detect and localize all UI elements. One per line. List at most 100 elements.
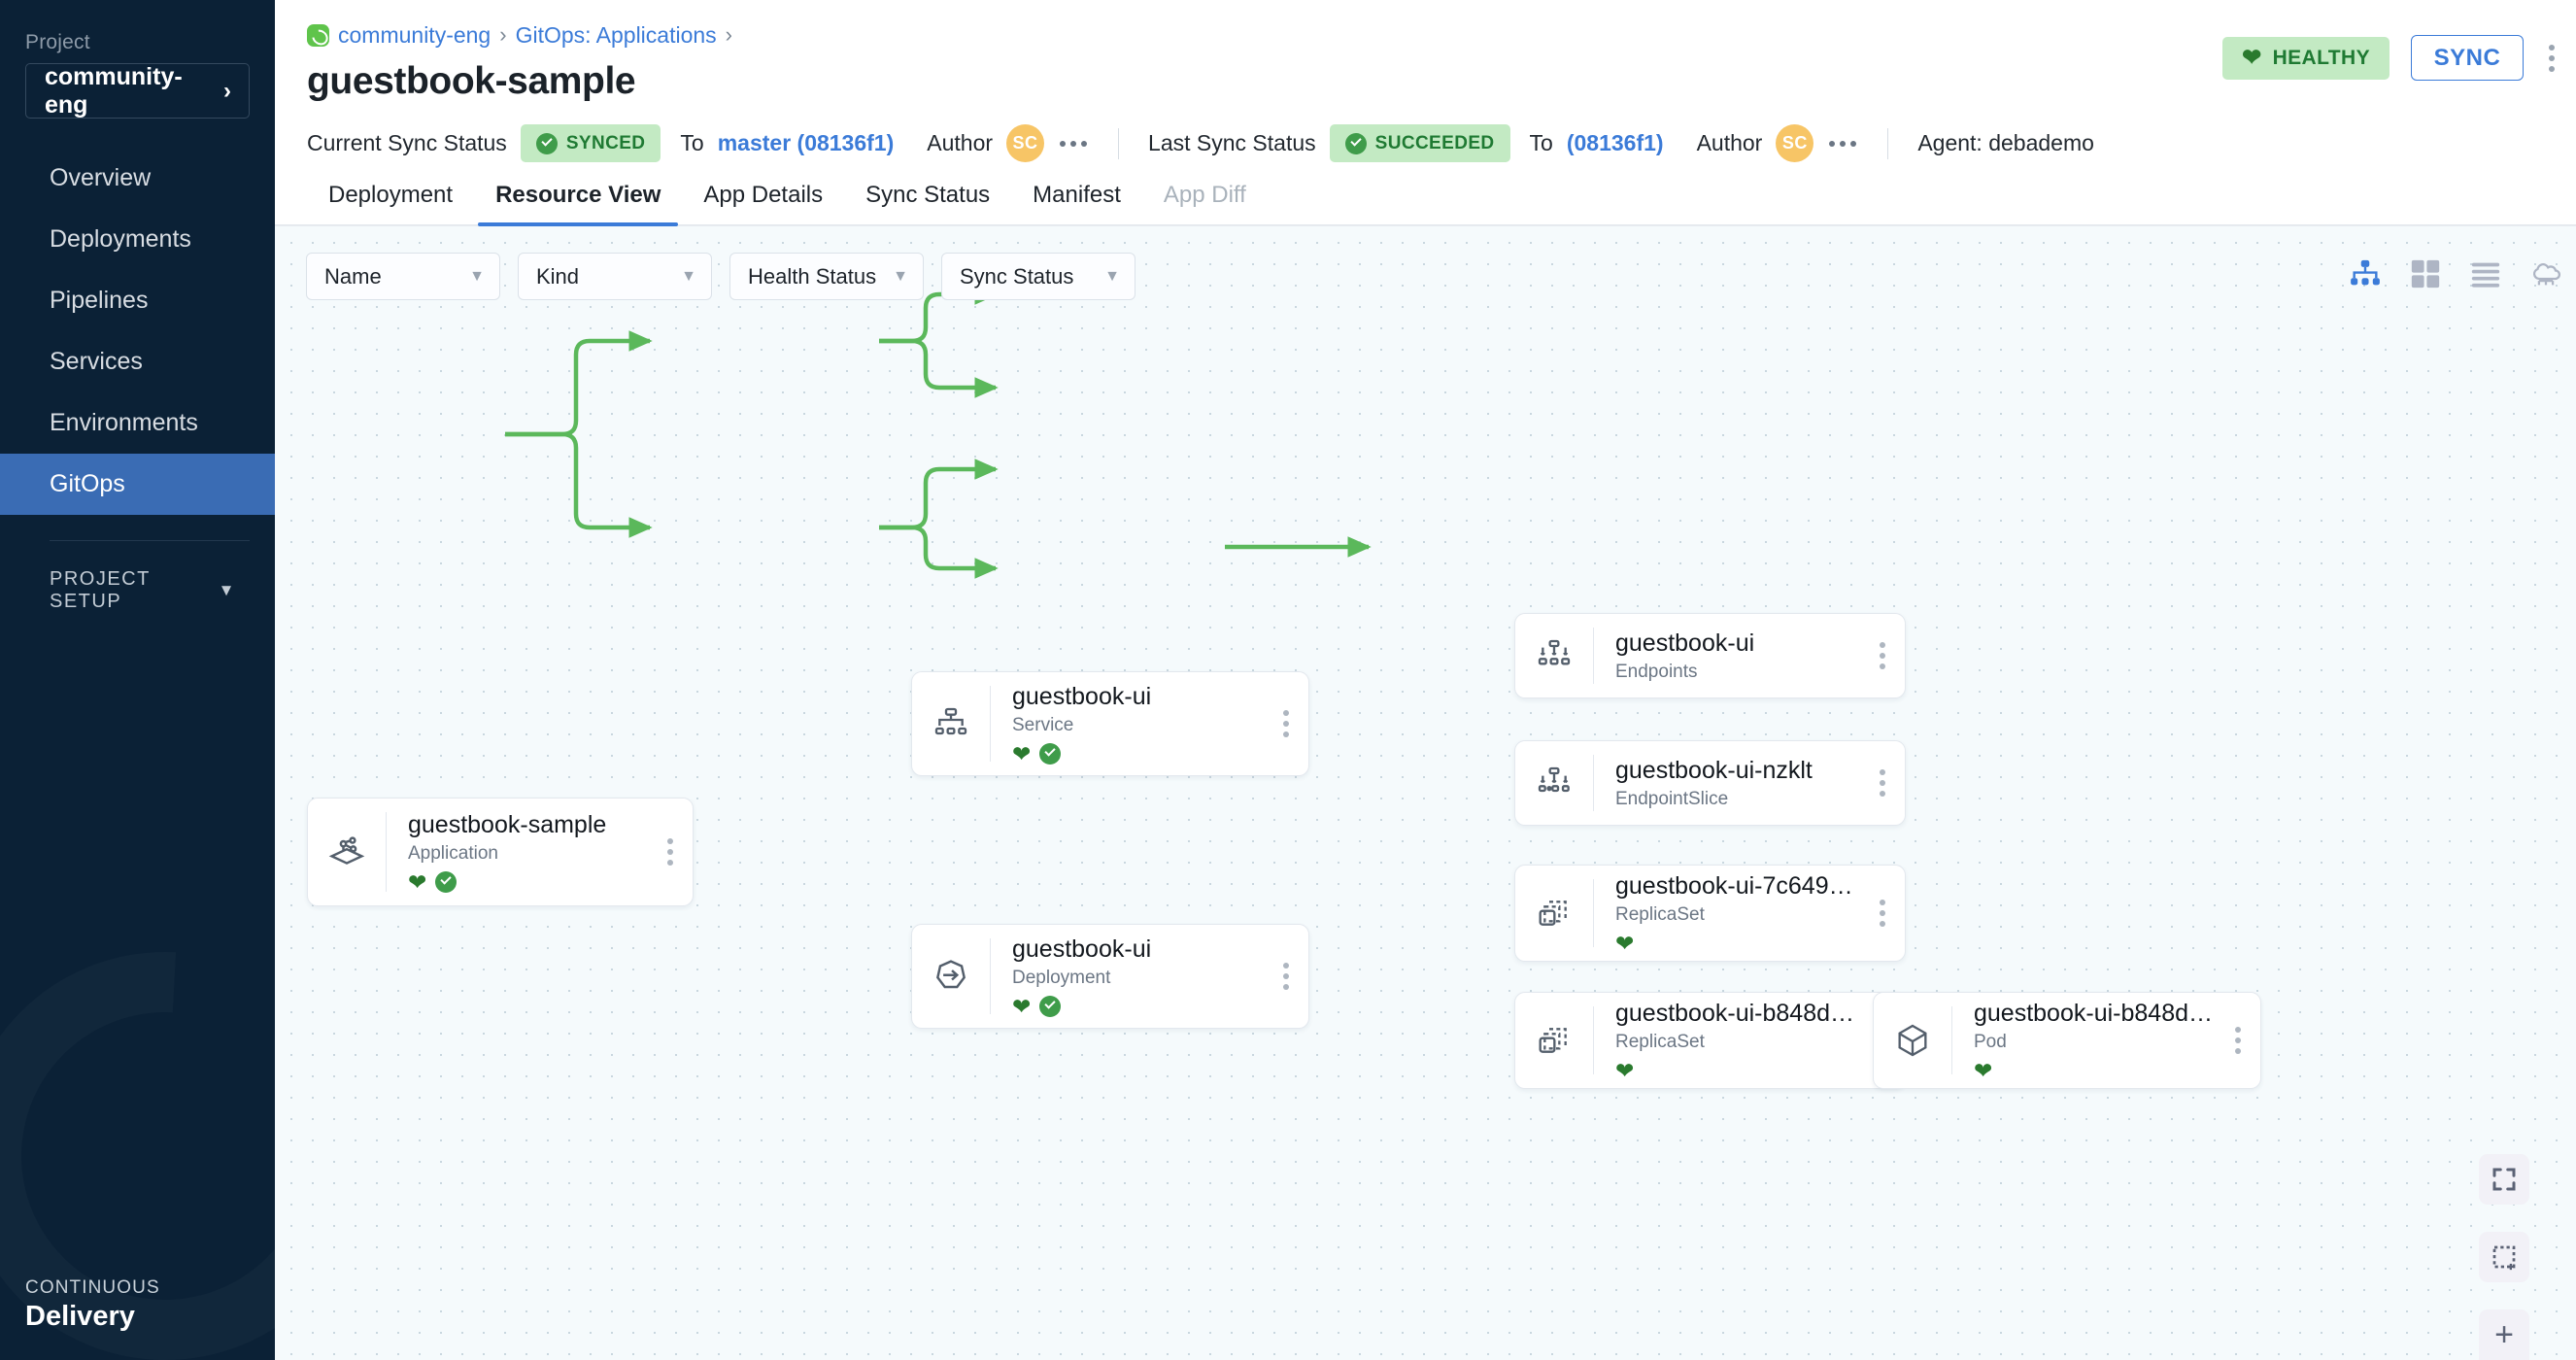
node-title: guestbook-ui-b848d5d9... <box>1974 1000 2216 1028</box>
tab-app-details[interactable]: App Details <box>682 182 844 224</box>
filter-health-status[interactable]: Health Status ▼ <box>729 253 924 300</box>
node-title: guestbook-ui-nzklt <box>1615 757 1860 785</box>
node-menu-button[interactable] <box>1860 769 1905 797</box>
main-content: community-eng › GitOps: Applications › g… <box>275 0 2576 1360</box>
filter-label: Name <box>324 264 382 289</box>
node-menu-button[interactable] <box>648 838 693 866</box>
node-status-badges: ❤ <box>1615 1060 1860 1082</box>
list-view-icon[interactable] <box>2469 257 2502 290</box>
project-setup-label: PROJECT SETUP <box>50 568 219 613</box>
tab-label: Deployment <box>328 182 453 208</box>
current-to-label: To <box>680 130 703 156</box>
sidebar: Project community-eng › Overview Deploym… <box>0 0 275 1360</box>
header-actions: ❤ HEALTHY SYNC <box>2222 35 2559 81</box>
filter-sync-status[interactable]: Sync Status ▼ <box>941 253 1135 300</box>
last-revision-link[interactable]: (08136f1) <box>1567 130 1664 156</box>
resource-graph-canvas[interactable]: Name ▼ Kind ▼ Health Status ▼ Sync Statu… <box>275 226 2576 1360</box>
avatar[interactable]: SC <box>1776 124 1813 162</box>
selection-box-button[interactable] <box>2479 1232 2529 1282</box>
tab-bar: Deployment Resource View App Details Syn… <box>275 182 2576 225</box>
node-menu-button[interactable] <box>2216 1027 2260 1054</box>
status-divider <box>1887 128 1888 159</box>
avatar[interactable]: SC <box>1006 124 1044 162</box>
tab-app-diff: App Diff <box>1142 182 1268 224</box>
heart-icon: ❤ <box>2242 47 2262 70</box>
canvas-controls: + − <box>2479 1154 2529 1360</box>
tab-sync-status[interactable]: Sync Status <box>844 182 1011 224</box>
tab-label: Manifest <box>1033 182 1121 208</box>
node-menu-button[interactable] <box>1860 642 1905 669</box>
graph-node-service[interactable]: guestbook-ui Service ❤ <box>911 671 1309 776</box>
node-title: guestbook-ui-7c64987dc9 <box>1615 872 1860 901</box>
chevron-down-icon: ▼ <box>1104 268 1120 286</box>
node-title: guestbook-ui-b848d5d9d <box>1615 1000 1860 1028</box>
sidebar-item-services[interactable]: Services <box>0 331 275 392</box>
fit-to-screen-button[interactable] <box>2479 1154 2529 1205</box>
agent-label: Agent: debademo <box>1917 130 2094 156</box>
last-sync-status-value: SUCCEEDED <box>1375 133 1495 154</box>
chevron-down-icon: ▼ <box>469 268 485 286</box>
graph-node-endpoints[interactable]: guestbook-ui Endpoints <box>1514 613 1906 698</box>
check-circle-icon <box>435 871 457 893</box>
graph-node-deployment[interactable]: guestbook-ui Deployment ❤ <box>911 924 1309 1029</box>
sidebar-item-pipelines[interactable]: Pipelines <box>0 270 275 331</box>
node-status-badges: ❤ <box>1012 996 1264 1018</box>
tab-deployment[interactable]: Deployment <box>307 182 474 224</box>
last-author-more-button[interactable] <box>1827 135 1858 153</box>
chevron-right-icon: › <box>223 80 231 103</box>
endpointslice-icon <box>1515 764 1593 802</box>
service-icon <box>912 704 990 743</box>
grid-view-icon[interactable] <box>2409 257 2442 290</box>
sidebar-item-deployments[interactable]: Deployments <box>0 209 275 270</box>
tree-view-icon[interactable] <box>2349 257 2382 290</box>
view-mode-switcher <box>2349 257 2562 290</box>
breadcrumb-item-applications[interactable]: GitOps: Applications <box>516 22 717 49</box>
current-sync-status-label: Current Sync Status <box>307 130 507 156</box>
status-bar: Current Sync Status SYNCED To master (08… <box>275 103 2576 182</box>
node-title: guestbook-ui <box>1615 629 1860 658</box>
author-more-button[interactable] <box>1058 135 1089 153</box>
filter-kind[interactable]: Kind ▼ <box>518 253 712 300</box>
graph-node-replicaset-1[interactable]: guestbook-ui-7c64987dc9 ReplicaSet ❤ <box>1514 865 1906 962</box>
breadcrumb-separator: › <box>726 22 732 48</box>
sync-button[interactable]: SYNC <box>2411 35 2524 81</box>
chevron-down-icon: ▼ <box>219 581 236 600</box>
graph-node-endpointslice[interactable]: guestbook-ui-nzklt EndpointSlice <box>1514 740 1906 826</box>
tab-label: App Diff <box>1164 182 1246 208</box>
status-divider <box>1118 128 1119 159</box>
replicaset-icon <box>1515 1021 1593 1060</box>
chevron-down-icon: ▼ <box>681 268 696 286</box>
brand-footer: CONTINUOUS Delivery <box>25 1277 160 1333</box>
health-status-badge: ❤ HEALTHY <box>2222 37 2390 80</box>
network-view-icon[interactable] <box>2529 257 2562 290</box>
harness-logo-icon <box>307 24 329 47</box>
node-title: guestbook-sample <box>408 811 648 839</box>
project-selector[interactable]: community-eng › <box>25 63 250 119</box>
heart-icon: ❤ <box>1012 743 1031 765</box>
replicaset-icon <box>1515 894 1593 933</box>
zoom-in-button[interactable]: + <box>2479 1309 2529 1360</box>
tab-label: Resource View <box>495 182 661 208</box>
tab-manifest[interactable]: Manifest <box>1011 182 1142 224</box>
sidebar-item-environments[interactable]: Environments <box>0 392 275 454</box>
filter-label: Sync Status <box>960 264 1073 289</box>
zoom-controls: + − <box>2479 1309 2529 1360</box>
sidebar-item-overview[interactable]: Overview <box>0 148 275 209</box>
graph-node-application[interactable]: guestbook-sample Application ❤ <box>307 798 694 906</box>
filter-name[interactable]: Name ▼ <box>306 253 500 300</box>
graph-node-pod[interactable]: guestbook-ui-b848d5d9... Pod ❤ <box>1873 992 2261 1089</box>
graph-node-replicaset-2[interactable]: guestbook-ui-b848d5d9d ReplicaSet ❤ <box>1514 992 1906 1089</box>
current-revision-link[interactable]: master (08136f1) <box>718 130 895 156</box>
node-status-badges: ❤ <box>408 871 648 894</box>
breadcrumb-item-project[interactable]: community-eng <box>338 22 491 49</box>
project-setup-toggle[interactable]: PROJECT SETUP ▼ <box>0 566 275 615</box>
sidebar-item-gitops[interactable]: GitOps <box>0 454 275 515</box>
node-menu-button[interactable] <box>1860 900 1905 927</box>
sidebar-nav: Overview Deployments Pipelines Services … <box>0 148 275 515</box>
node-menu-button[interactable] <box>1264 963 1308 990</box>
node-menu-button[interactable] <box>1264 710 1308 737</box>
more-options-button[interactable] <box>2545 41 2559 76</box>
tab-resource-view[interactable]: Resource View <box>474 182 682 224</box>
node-kind: EndpointSlice <box>1615 789 1860 810</box>
tab-label: App Details <box>703 182 823 208</box>
